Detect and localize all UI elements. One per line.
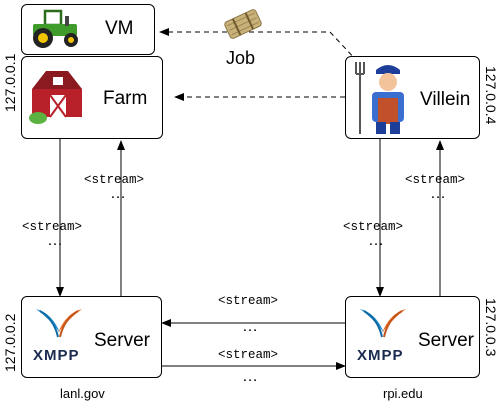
farm-label: Farm [103,88,148,109]
stream-label-rpi-up: <stream> [405,173,466,187]
vm-node: VM [21,4,155,55]
lanl-server-node: XMPP Server [21,296,162,378]
ellipsis-rpi-up: … [430,185,449,202]
stream-label-lanl-to-rpi: <stream> [218,348,279,362]
hay-bale-icon [224,9,262,39]
stream-label-lanl-up: <stream> [84,173,145,187]
ellipsis-lanl-up: … [110,185,129,202]
xmpp-logo-icon [36,309,82,338]
barn-icon [29,71,82,124]
job-label: Job [226,48,256,68]
rpi-server-node: XMPP Server [345,296,480,378]
villein-label: Villein [420,89,471,110]
xmpp-wordmark-lanl: XMPP [33,347,80,364]
stream-label-villein-down: <stream> [343,220,404,234]
farm-node: Farm [21,56,163,139]
stream-label-rpi-to-lanl: <stream> [218,294,279,308]
lanl-server-label: Server [94,330,150,351]
xmpp-wordmark-rpi: XMPP [357,347,404,364]
rpi-server-ip: 127.0.0.3 [483,298,499,357]
farm-ip: 127.0.0.1 [2,53,18,112]
tractor-icon [33,9,78,48]
ellipsis-villein-down: … [368,232,387,249]
lanl-server-ip: 127.0.0.2 [2,313,18,372]
job-dashed-arrow-to-vm [159,28,359,63]
stream-label-farm-down: <stream> [22,220,83,234]
ellipsis-lanl-to-rpi: … [242,368,261,385]
villein-node: Villein [345,56,480,139]
rpi-server-label: Server [418,330,474,351]
farmer-icon [355,62,404,134]
villein-ip: 127.0.0.4 [483,66,499,125]
rpi-domain: rpi.edu [383,386,423,401]
vm-label: VM [105,18,134,39]
ellipsis-farm-down: … [47,232,66,249]
xmpp-logo-icon [360,309,406,338]
lanl-domain: lanl.gov [60,386,105,401]
ellipsis-rpi-to-lanl: … [242,318,261,335]
